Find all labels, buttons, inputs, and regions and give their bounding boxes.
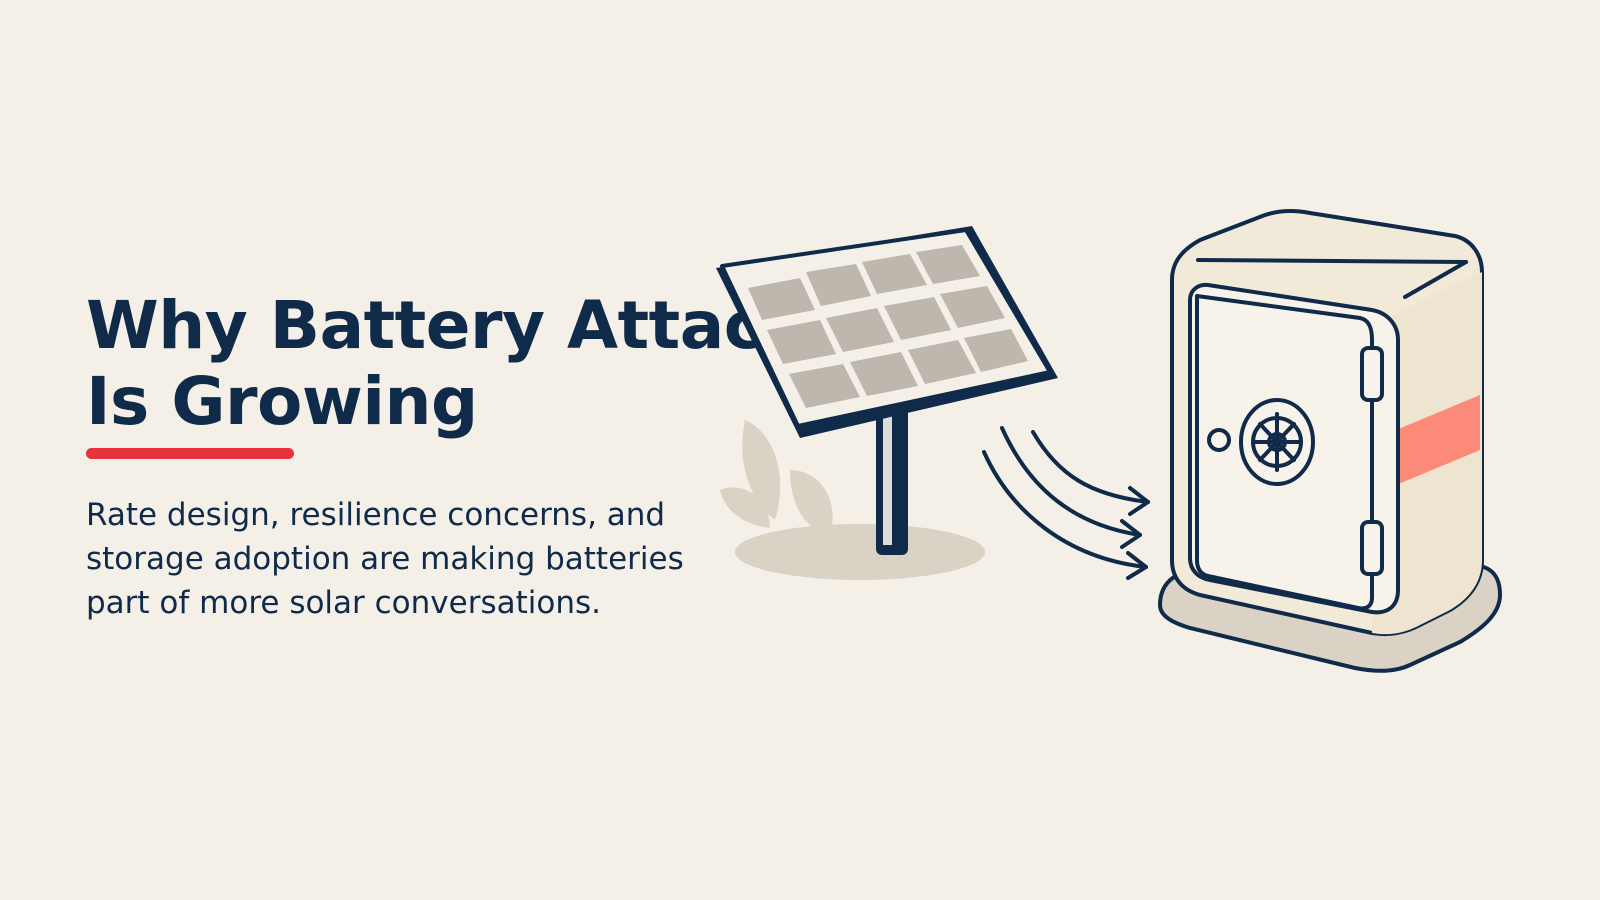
plant-silhouette-icon: [720, 420, 985, 580]
title-underline: [86, 448, 294, 459]
title-line-2: Is Growing: [86, 363, 478, 440]
subtitle: Rate design, resilience concerns, and st…: [86, 493, 706, 625]
subtitle-line-3: part of more solar conversations.: [86, 585, 601, 621]
battery-safe-icon: [1157, 208, 1503, 673]
solar-battery-illustration: [716, 208, 1503, 673]
text-block: Why Battery Attach Is Growing Rate desig…: [86, 287, 809, 625]
title-line-1: Why Battery Attach: [86, 287, 809, 364]
solar-panel-icon: [716, 226, 1058, 555]
safe-dial-icon: [1239, 398, 1315, 486]
page-title: Why Battery Attach Is Growing: [86, 287, 809, 440]
energy-flow-arrows-icon: [982, 426, 1150, 580]
subtitle-line-1: Rate design, resilience concerns, and: [86, 497, 666, 533]
subtitle-line-2: storage adoption are making batteries: [86, 541, 684, 577]
